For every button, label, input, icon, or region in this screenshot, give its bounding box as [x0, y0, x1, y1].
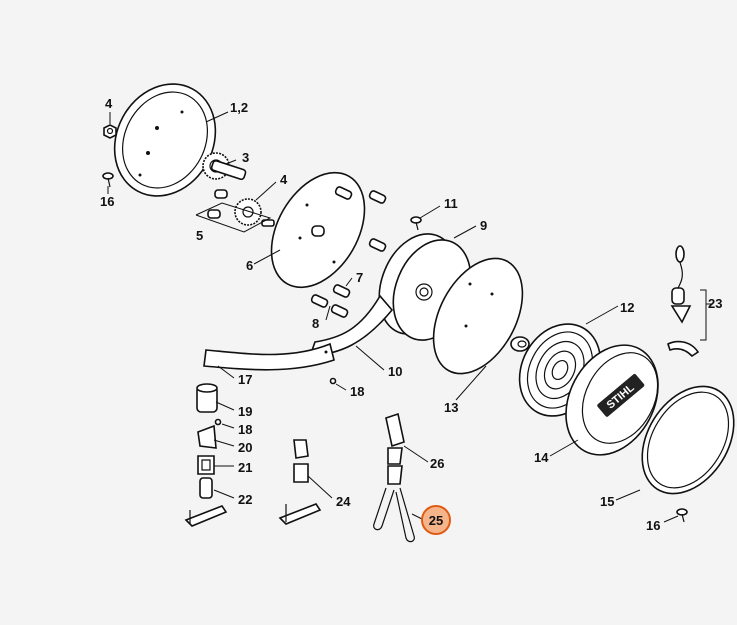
part-bracket[interactable]	[373, 487, 415, 543]
part-sleeve[interactable]	[196, 383, 218, 413]
callout-24[interactable]: 24	[336, 494, 351, 509]
part-starter-cover[interactable]: STIHL	[548, 329, 677, 471]
callout-22[interactable]: 22	[238, 492, 252, 507]
callout-6[interactable]: 6	[246, 258, 253, 273]
part-screw-right[interactable]	[676, 508, 688, 523]
part-d-ring[interactable]	[197, 424, 217, 449]
callout-13[interactable]: 13	[444, 400, 458, 415]
callout-20[interactable]: 20	[238, 440, 252, 455]
callout-1-2[interactable]: 1,2	[230, 100, 248, 115]
callout-3[interactable]: 3	[242, 150, 249, 165]
part-strap-loop[interactable]	[197, 455, 215, 475]
callout-8[interactable]: 8	[312, 316, 319, 331]
callout-26[interactable]: 26	[430, 456, 444, 471]
part-snap-hook[interactable]	[667, 245, 700, 358]
part-small-screw[interactable]	[410, 216, 422, 231]
callout-11[interactable]: 11	[444, 196, 458, 211]
part-strap-end[interactable]	[203, 342, 335, 371]
part-cover-plate[interactable]	[95, 66, 234, 213]
callout-14[interactable]: 14	[534, 450, 549, 465]
callout-21[interactable]: 21	[238, 460, 252, 475]
part-gasket[interactable]	[623, 370, 737, 511]
part-sprocket-shaft[interactable]	[202, 152, 247, 181]
callout-7[interactable]: 7	[356, 270, 363, 285]
leader-lines	[107, 111, 712, 523]
callout-17[interactable]: 17	[238, 372, 252, 387]
callout-18[interactable]: 18	[350, 384, 364, 399]
callout-19[interactable]: 19	[238, 404, 252, 419]
part-rivet-a[interactable]	[329, 377, 337, 385]
callout-10[interactable]: 10	[388, 364, 402, 379]
part-bushing-set[interactable]	[195, 189, 275, 233]
callout-4b[interactable]: 4	[280, 172, 288, 187]
callout-16[interactable]: 16	[100, 194, 114, 209]
part-bushing[interactable]	[510, 336, 530, 352]
part-cover-disc[interactable]	[415, 243, 540, 388]
part-pressure-plate[interactable]	[252, 156, 383, 303]
part-handle-assembly-b[interactable]	[278, 439, 322, 525]
callout-4[interactable]: 4	[105, 96, 113, 111]
part-screw-left[interactable]	[102, 172, 114, 188]
callout-23[interactable]: 23	[708, 296, 722, 311]
callout-5[interactable]: 5	[196, 228, 203, 243]
callout-18b[interactable]: 18	[238, 422, 252, 437]
callout-12[interactable]: 12	[620, 300, 634, 315]
part-chain-hook[interactable]	[385, 412, 405, 485]
part-rivet-b[interactable]	[214, 418, 222, 426]
callout-16b[interactable]: 16	[646, 518, 660, 533]
part-pins[interactable]	[310, 186, 387, 318]
callout-15[interactable]: 15	[600, 494, 614, 509]
highlight-circle	[421, 505, 451, 535]
part-nut[interactable]	[103, 124, 117, 139]
callout-25[interactable]: 25	[429, 513, 443, 528]
part-handle-assembly-a[interactable]	[184, 477, 228, 527]
callout-9[interactable]: 9	[480, 218, 487, 233]
callout-labels: 4 1,2 3 4 16 5 6 11 9 7 8 10 17 18 19 18…	[100, 96, 722, 533]
